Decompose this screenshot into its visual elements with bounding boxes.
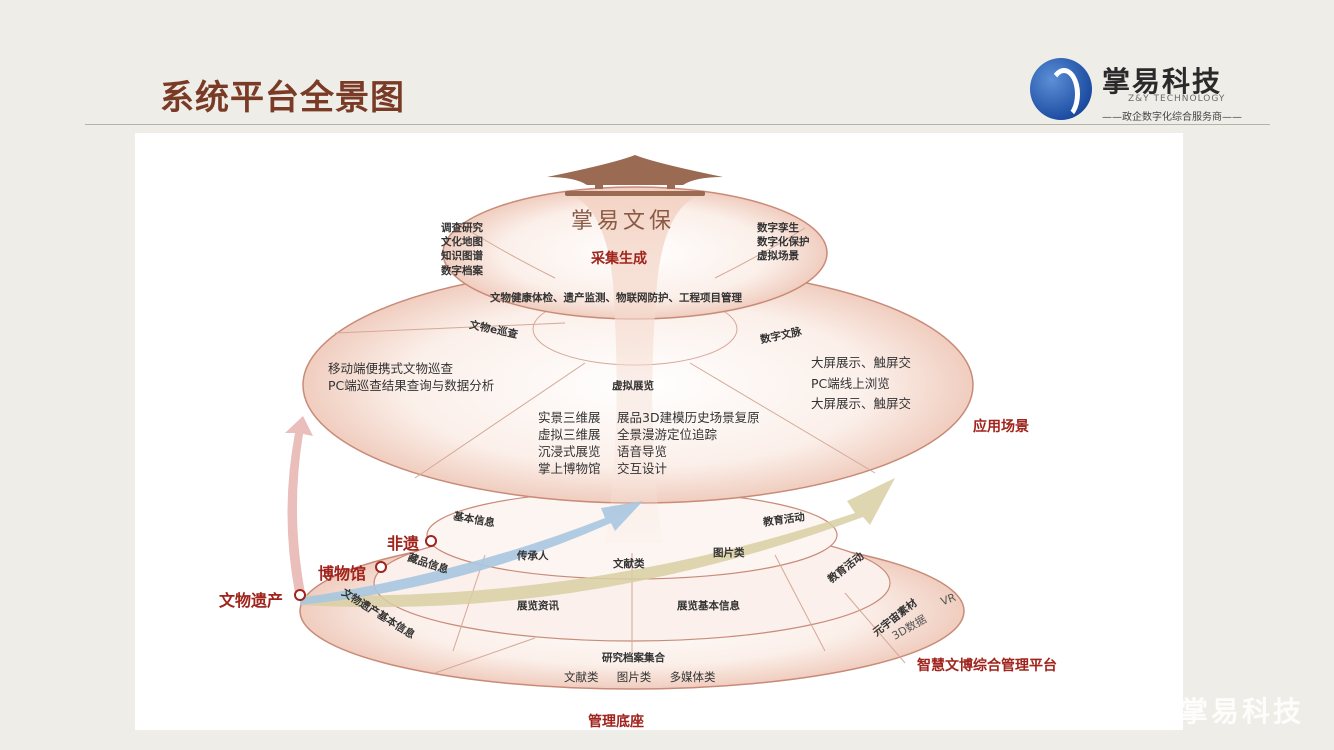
top-left-item: 调查研究 xyxy=(441,222,483,234)
top-left-item: 数字档案 xyxy=(441,264,483,277)
center-left-item: 沉浸式展览 xyxy=(538,443,601,459)
middle-right-item: PC端线上浏览 xyxy=(811,375,890,391)
page-title: 系统平台全景图 xyxy=(160,78,405,118)
center-right-item: 全景漫游定位追踪 xyxy=(617,426,718,442)
middle-left-item: PC端巡查结果查询与数据分析 xyxy=(328,377,495,393)
middle-dividers xyxy=(334,322,876,479)
middle-left-items: 移动端便携式文物巡查 PC端巡查结果查询与数据分析 xyxy=(328,361,494,395)
top-dividers xyxy=(464,227,806,279)
center-left-item: 虚拟三维展 xyxy=(538,426,601,442)
center-right-item: 交互设计 xyxy=(617,460,668,476)
diagram-panel: 掌易文保 采集生成 调查研究 文化地图 知识图谱 数字档案 数字孪生 数字化保护… xyxy=(135,133,1183,730)
platform-label: 智慧文博综合管理平台 xyxy=(917,658,1057,674)
inner-ring-item: 图片类 xyxy=(713,547,745,559)
middle-center-left: 实景三维展 虚拟三维展 沉浸式展览 掌上博物馆 xyxy=(538,410,601,478)
dot-bowuguan xyxy=(375,561,387,573)
input-bowuguan: 博物馆 xyxy=(318,564,367,583)
arrow-olive xyxy=(300,478,895,608)
outer-center-title: 研究档案集合 xyxy=(602,652,665,664)
logo-slogan: ——政企数字化综合服务商—— xyxy=(1102,112,1242,123)
dot-feiyi xyxy=(425,535,437,547)
middle-left-item: 移动端便携式文物巡查 xyxy=(328,361,454,376)
top-bottom-text: 文物健康体检、遗产监测、物联网防护、工程项目管理 xyxy=(490,292,742,304)
center-left-item: 掌上博物馆 xyxy=(538,460,601,476)
top-left-item: 文化地图 xyxy=(441,236,483,249)
dot-wenwu xyxy=(294,589,306,601)
company-logo: 掌易科技 Z&Y TECHNOLOGY ——政企数字化综合服务商—— xyxy=(1030,58,1270,124)
middle-right-item: 大屏展示、触屏交 xyxy=(811,396,912,412)
top-left-item: 知识图谱 xyxy=(441,250,483,263)
center-left-item: 实景三维展 xyxy=(538,410,601,425)
temple-roof-icon xyxy=(547,155,723,196)
logo-name: 掌易科技 xyxy=(1102,65,1223,98)
middle-right-items: 大屏展示、触屏交 PC端线上浏览 大屏展示、触屏交 xyxy=(811,353,911,415)
watermark-text: 掌易科技 xyxy=(1180,695,1305,728)
middle-right-item: 大屏展示、触屏交 xyxy=(811,355,912,370)
middle-center-right: 展品3D建模历史场景复原 全景漫游定位追踪 语音导览 交互设计 xyxy=(617,410,760,478)
input-feiyi: 非遗 xyxy=(387,534,420,553)
arrow-blue xyxy=(300,501,643,605)
input-wenwu: 文物遗产 xyxy=(219,591,284,610)
top-right-item: 数字化保护 xyxy=(757,236,810,249)
middle-center-title: 虚拟展览 xyxy=(612,380,654,392)
top-layer-title: 采集生成 xyxy=(591,251,647,267)
logo-english: Z&Y TECHNOLOGY xyxy=(1128,94,1226,104)
inner-ring-item: 传承人 xyxy=(517,550,549,562)
inner-ring-item: 文献类 xyxy=(613,558,645,570)
outer-center-items: 文献类 图片类 多媒体类 xyxy=(564,670,716,686)
top-symbol-text: 掌易文保 xyxy=(571,209,676,234)
diagram-graphics xyxy=(285,155,974,690)
outer-center-item: 文献类 xyxy=(564,670,599,684)
top-right-item: 数字孪生 xyxy=(757,222,799,234)
middle-ring-item: 展览资讯 xyxy=(517,600,559,612)
funnel-shape xyxy=(565,193,705,543)
logo-mark-icon xyxy=(1030,58,1092,120)
top-right-list: 数字孪生 数字化保护 虚拟场景 xyxy=(757,221,810,264)
top-right-item: 虚拟场景 xyxy=(757,250,799,263)
top-left-list: 调查研究 文化地图 知识图谱 数字档案 xyxy=(441,221,483,278)
middle-ring-item: 展览基本信息 xyxy=(677,600,740,612)
outer-center-item: 图片类 xyxy=(616,670,652,684)
center-right-item: 展品3D建模历史场景复原 xyxy=(617,410,760,425)
center-right-item: 语音导览 xyxy=(617,443,668,459)
outer-center-item: 多媒体类 xyxy=(669,670,716,684)
middle-layer-title: 应用场景 xyxy=(973,419,1029,435)
bottom-layer-title: 管理底座 xyxy=(588,714,644,730)
title-divider xyxy=(85,124,1270,125)
arrow-pink xyxy=(285,416,313,593)
